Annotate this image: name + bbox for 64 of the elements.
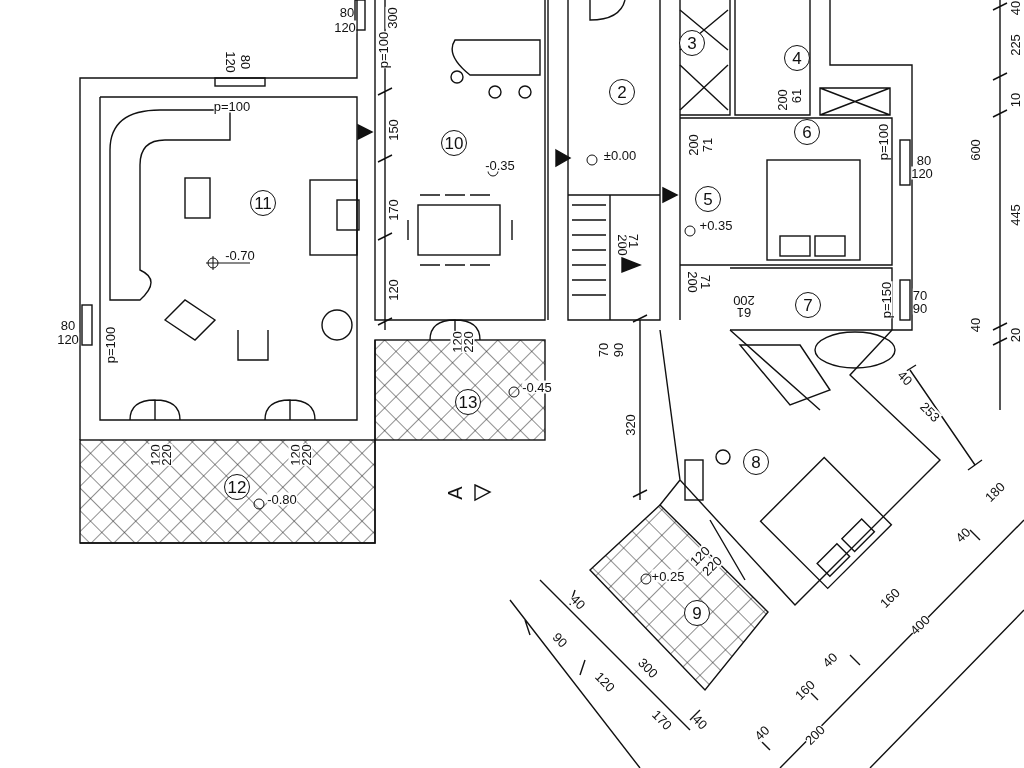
room-number-circle: 4	[784, 45, 810, 71]
dimension-value: 40	[568, 592, 588, 612]
parapet-height: p=100	[876, 123, 890, 161]
level-value: -0.45	[522, 380, 552, 394]
dimension-value: 253	[917, 399, 943, 425]
level-value: +0.25	[651, 569, 685, 583]
parapet-height: p=100	[376, 31, 390, 69]
door-size: 200	[733, 293, 755, 307]
dimension-value: 200	[802, 722, 828, 748]
dimension-value: 40	[895, 368, 915, 388]
room-number-circle: 8	[743, 449, 769, 475]
window-size: 70	[596, 342, 610, 358]
door-size: 200	[615, 234, 629, 256]
window-size: 90	[611, 342, 625, 358]
window-size: 70	[912, 288, 928, 302]
window-size: 120	[57, 332, 79, 346]
parapet-height: p=100	[103, 326, 117, 364]
dimension-value: 20	[1008, 327, 1022, 343]
section-letter: A	[448, 486, 462, 500]
window-size: 80	[238, 54, 252, 70]
dimension-value: 90	[550, 630, 570, 650]
window-size: 120	[334, 20, 356, 34]
door-size: 200	[685, 271, 699, 293]
door-size: 61	[736, 305, 752, 319]
room-number-circle: 6	[794, 119, 820, 145]
door-size: 200	[686, 134, 700, 156]
dimension-value: 320	[623, 414, 637, 436]
room-number-circle: 7	[795, 292, 821, 318]
door-size: 71	[700, 137, 714, 153]
door-size: 220	[299, 444, 313, 466]
dimension-value: 300	[385, 7, 399, 29]
door-size: 200	[775, 89, 789, 111]
dimension-value: 600	[968, 139, 982, 161]
door-size: 61	[789, 88, 803, 104]
dimension-value: 225	[1008, 34, 1022, 56]
room-number-circle: 5	[695, 186, 721, 212]
room-number-circle: 10	[441, 130, 467, 156]
door-size: 71	[698, 274, 712, 290]
dimension-value: 150	[386, 119, 400, 141]
level-value: ±0.00	[603, 148, 637, 162]
parapet-height: p=100	[213, 99, 251, 113]
door-size: 220	[159, 444, 173, 466]
level-value: -0.80	[267, 492, 297, 506]
window-size: 120	[223, 51, 237, 73]
window-size: 80	[916, 153, 932, 167]
parapet-height: p=150	[879, 281, 893, 319]
window-size: 120	[911, 166, 933, 180]
dimension-value: 40	[1008, 0, 1022, 16]
dimension-value: 10	[1008, 92, 1022, 108]
room-number-circle: 2	[609, 79, 635, 105]
dimension-value: 170	[386, 199, 400, 221]
level-value: -0.35	[485, 158, 515, 172]
level-value: -0.70	[225, 248, 255, 262]
dimension-value: 445	[1008, 204, 1022, 226]
dimension-value: 120	[386, 279, 400, 301]
door-size: 71	[626, 233, 640, 249]
window-size: 80	[60, 318, 76, 332]
room-number-circle: 11	[250, 190, 276, 216]
dimension-value: 40	[968, 317, 982, 333]
room-number-circle: 3	[679, 30, 705, 56]
door-size: 220	[461, 331, 475, 353]
level-value: +0.35	[699, 218, 733, 232]
window-size: 80	[339, 5, 355, 19]
window-size: 90	[912, 301, 928, 315]
